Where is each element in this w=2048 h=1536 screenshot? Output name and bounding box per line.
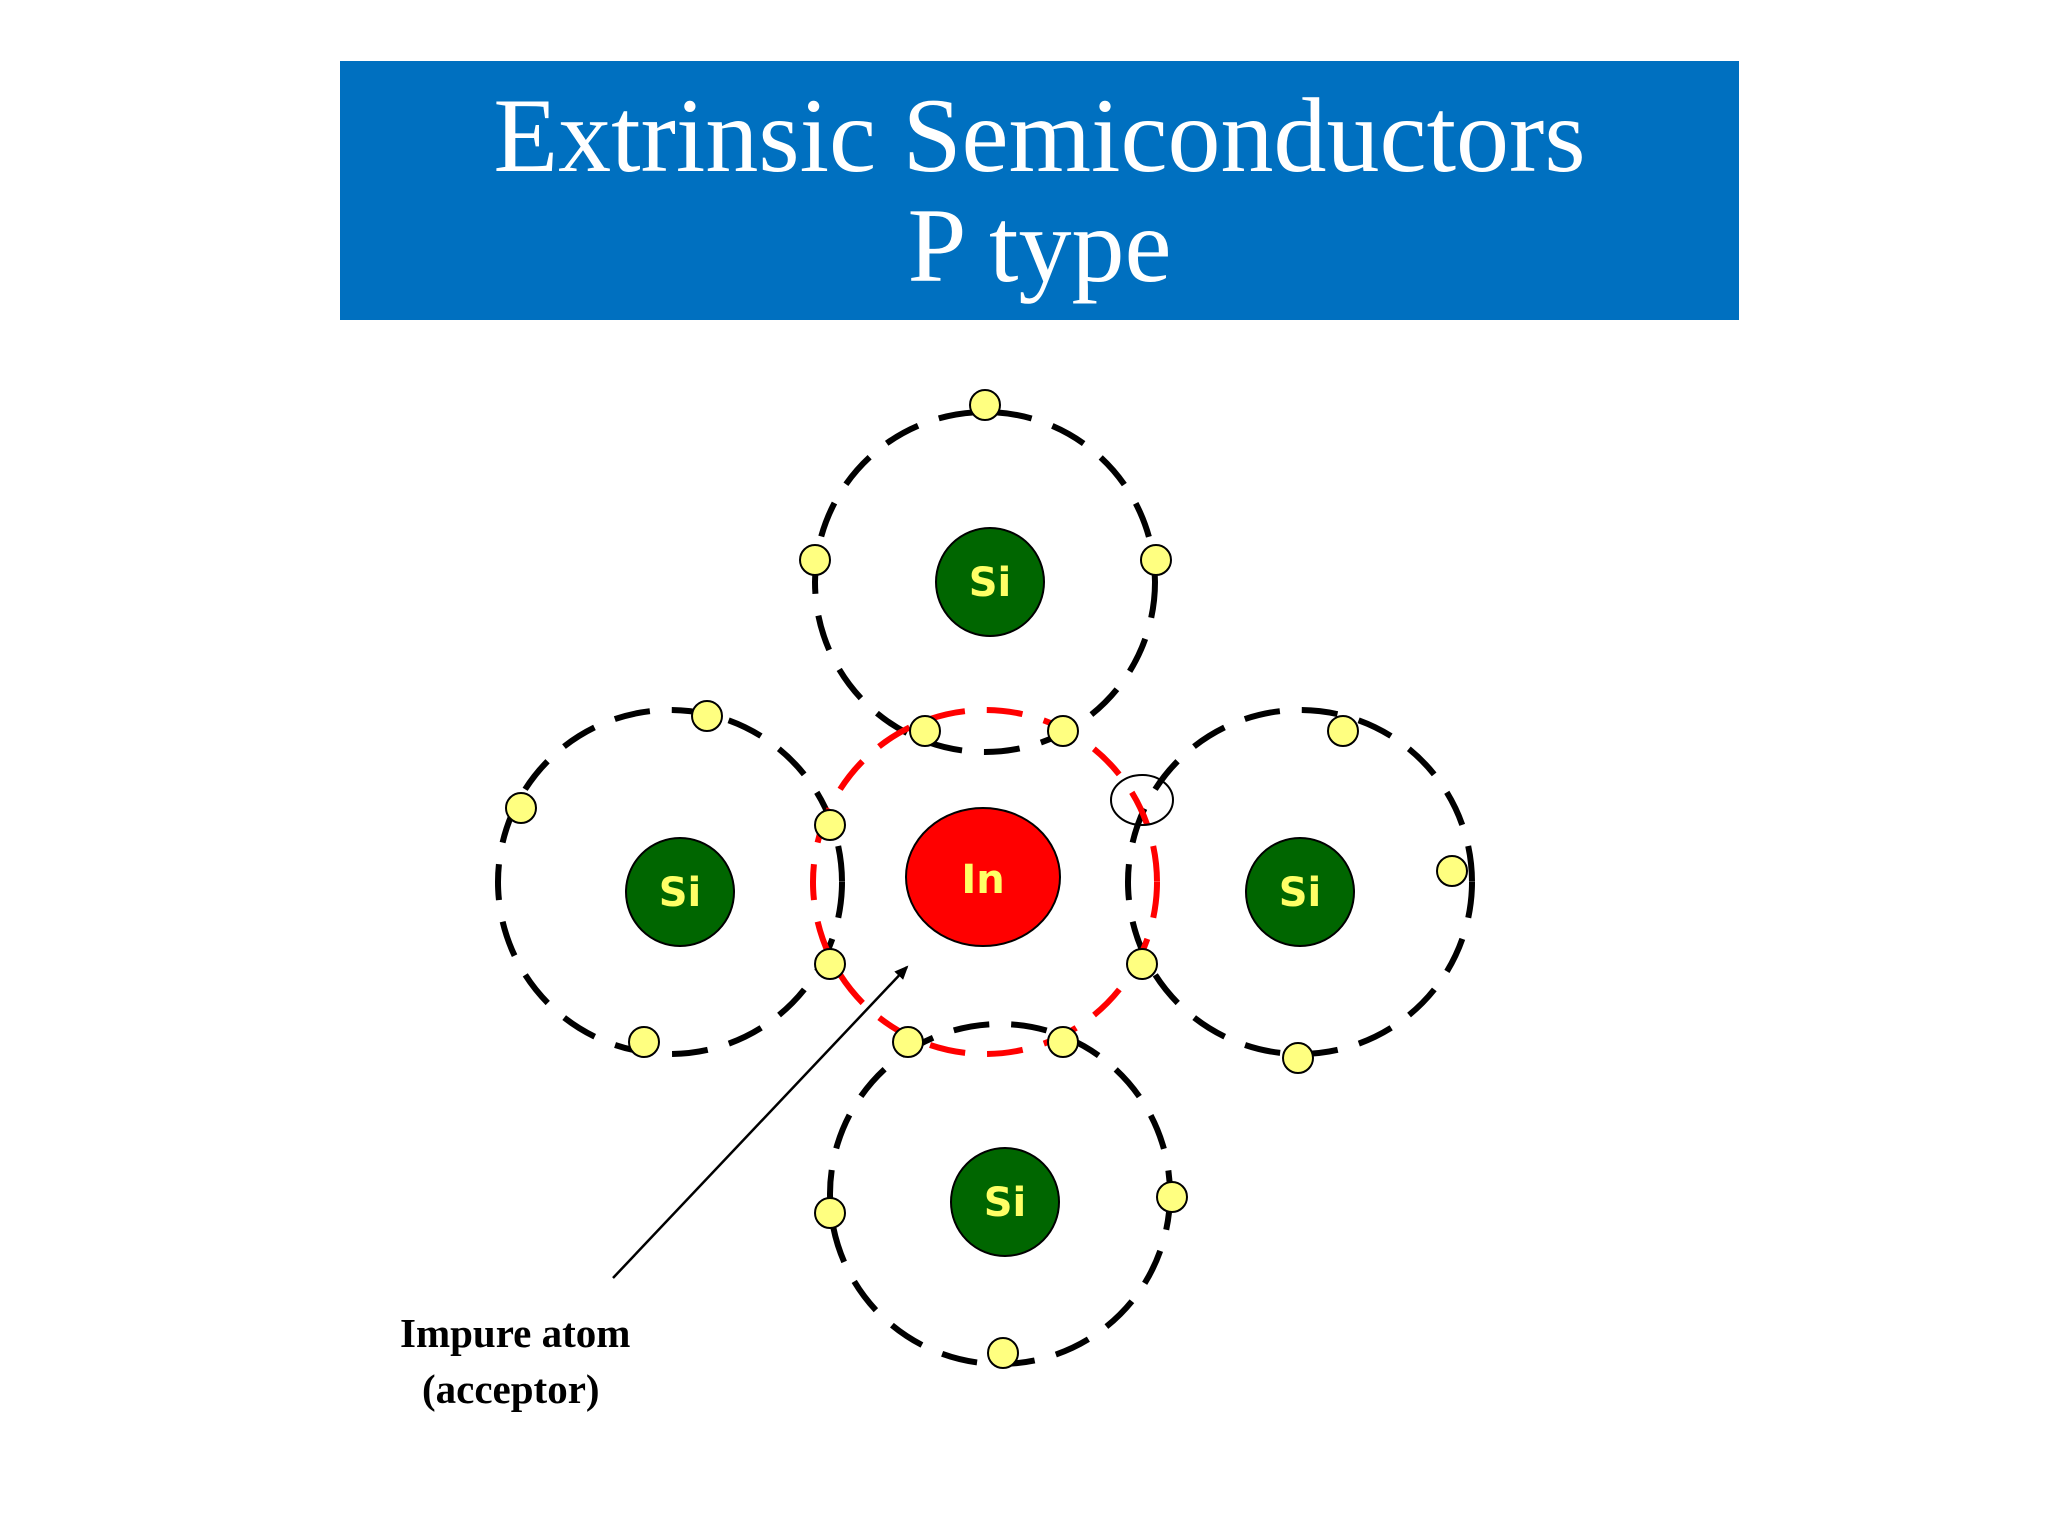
title-line-1: Extrinsic Semiconductors [493,76,1586,194]
caption-line-1: Impure atom [400,1310,631,1356]
electron [1126,948,1158,980]
nucleus-top-si [935,527,1045,637]
title-banner: Extrinsic Semiconductors P type [340,61,1739,320]
nucleus-right-si [1245,837,1355,947]
electron [969,389,1001,421]
nucleus-bottom-si [950,1147,1060,1257]
orbit-center-in [810,707,1160,1057]
label-center-in: In [961,857,1004,903]
hole-marker-icon [1110,774,1174,826]
annotation-arrow [612,965,909,1279]
nucleus-center-in [905,807,1061,947]
electron [987,1337,1019,1369]
label-right-si: Si [1279,870,1322,916]
orbit-left-si [495,707,845,1057]
caption-line-2: (acceptor) [422,1366,600,1412]
electron [814,1197,846,1229]
label-left-si: Si [659,870,702,916]
electron [1282,1042,1314,1074]
electron [799,544,831,576]
electron [1156,1181,1188,1213]
nucleus-left-si [625,837,735,947]
orbit-top-si [812,409,1158,755]
electron [1047,1026,1079,1058]
impure-atom-caption: Impure atom (acceptor) [380,1305,670,1417]
electron [909,715,941,747]
electron [691,700,723,732]
electron [1436,855,1468,887]
electron [1047,715,1079,747]
electron [892,1026,924,1058]
electron [814,948,846,980]
label-bottom-si: Si [984,1180,1027,1226]
electron [1327,715,1359,747]
electron [505,792,537,824]
electron [1140,544,1172,576]
orbit-right-si [1125,707,1475,1057]
electron [814,809,846,841]
electron [628,1026,660,1058]
title-line-2: P type [907,186,1172,304]
label-top-si: Si [969,560,1012,606]
